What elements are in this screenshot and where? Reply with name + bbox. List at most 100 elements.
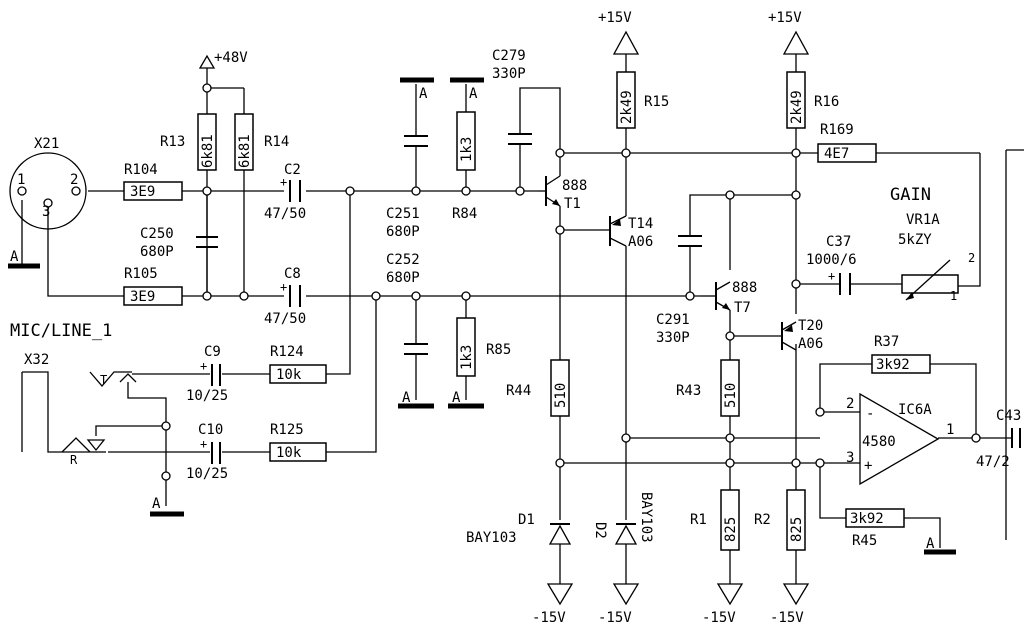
c8-value: 47/50	[264, 311, 306, 327]
gnd-label-r45: A	[926, 536, 935, 552]
rail-m15v-d1-icon	[546, 583, 574, 606]
pot-ref: VR1A	[906, 212, 940, 228]
c251-value: 680P	[386, 224, 420, 240]
x32-tip: T	[100, 373, 107, 387]
c43-ref: C43	[996, 408, 1021, 424]
r14-ref: R14	[264, 134, 289, 150]
t20-emitter-arrow-icon	[784, 325, 793, 332]
r105-ref: R105	[124, 266, 158, 282]
r16-ref: R16	[814, 94, 839, 110]
opamp-triangle-icon	[859, 392, 940, 486]
gnd-label-c252: A	[402, 390, 411, 406]
c9-value: 10/25	[186, 388, 228, 404]
ground-symbols: A A A A A A A	[8, 77, 956, 555]
t14-emitter-arrow-icon	[612, 219, 621, 226]
opamp-pin1: 1	[946, 422, 954, 438]
c250-ref: C250	[140, 226, 174, 242]
opamp-pin3: 3	[846, 450, 854, 466]
opamp-minus: -	[866, 406, 874, 422]
c291-value: 330P	[656, 330, 690, 346]
c2-ref: C2	[284, 162, 301, 178]
diodes: D1 BAY103 D2 BAY103	[466, 492, 654, 546]
t1-ref: T1	[564, 196, 581, 212]
r124-value: 10k	[276, 367, 302, 383]
c2-value: 47/50	[264, 206, 306, 222]
t7-emitter-arrow-icon	[722, 303, 730, 310]
r104-value: 3E9	[130, 184, 155, 200]
t14-ref: T14	[628, 216, 653, 232]
rail-m15v-r2-icon	[782, 583, 810, 606]
r37-value: 3k92	[876, 357, 910, 373]
c10-value: 10/25	[186, 466, 228, 482]
opamp-value: 4580	[862, 434, 896, 450]
gnd-label-r84: A	[469, 86, 478, 102]
pot-pin2: 2	[968, 251, 975, 265]
d1-value: BAY103	[466, 530, 517, 546]
c279-ref: C279	[492, 48, 526, 64]
resistors-vertical: 6k81 R13 6k81 R14 1k3 R84 1k3 R85 2k49 R…	[160, 71, 839, 551]
r85-value: 1k3	[459, 345, 475, 370]
gain-potentiometer: GAIN VR1A 5kZY 1 2	[890, 185, 975, 303]
d1-ref: D1	[518, 512, 535, 528]
t14-value: A06	[628, 234, 653, 250]
c251-ref: C251	[386, 206, 420, 222]
jack-ring-contact-icon	[61, 437, 91, 453]
r105-value: 3E9	[130, 289, 155, 305]
pot-pin1: 1	[950, 289, 957, 303]
gnd-label-r85: A	[452, 390, 461, 406]
t1-value: 888	[562, 178, 587, 194]
transistors: 888 T1 T14 A06 888 T7 T20 A06	[545, 175, 823, 352]
capacitors: + C2 47/50 + C8 47/50 C250 680P C251 680…	[140, 48, 1021, 482]
gain-title: GAIN	[890, 185, 931, 205]
pot-wiper-icon	[905, 259, 951, 301]
d2-value: BAY103	[638, 492, 654, 543]
c8-ref: C8	[284, 266, 301, 282]
d1-diode-icon	[548, 524, 572, 545]
r44-ref: R44	[506, 383, 531, 399]
c37-ref: C37	[826, 234, 851, 250]
x32-ref: X32	[24, 352, 49, 368]
r125-value: 10k	[276, 445, 302, 461]
rail-15v-right-icon	[782, 30, 810, 55]
r37-ref: R37	[874, 334, 899, 350]
c279-value: 330P	[492, 66, 526, 82]
r169-ref: R169	[820, 122, 854, 138]
c9-plus-icon: +	[200, 359, 207, 373]
gnd-label-x32: A	[152, 496, 161, 512]
r14-value: 6k81	[237, 134, 253, 168]
c37-value: 1000/6	[806, 252, 857, 268]
r85-ref: R85	[486, 342, 511, 358]
resistors-horizontal: 3E9 R104 3E9 R105 4E7 R169 10k R124 10k …	[123, 122, 931, 549]
r84-value: 1k3	[459, 137, 475, 162]
x32-ring: R	[70, 453, 78, 467]
c250-value: 680P	[140, 244, 174, 260]
d2-diode-icon	[614, 524, 638, 545]
pot-wiper-arrow-icon	[906, 292, 914, 300]
r16-value: 2k49	[789, 90, 805, 124]
r84-ref: R84	[452, 206, 477, 222]
opamp-pin2: 2	[846, 396, 854, 412]
rail-15v-left-label: +15V	[598, 10, 632, 26]
rail-48v-icon	[198, 54, 216, 69]
x21-pin3: 3	[42, 204, 50, 220]
c291-ref: C291	[656, 312, 690, 328]
t20-ref: T20	[798, 318, 823, 334]
r124-ref: R124	[270, 344, 304, 360]
rail-48v-label: +48V	[214, 50, 248, 66]
t20-value: A06	[798, 336, 823, 352]
jack-switch-icon	[119, 373, 137, 383]
r1-value: 825	[723, 517, 739, 542]
rail-m15v-r1-label: -15V	[702, 610, 736, 626]
rail-m15v-d2-icon	[612, 583, 640, 606]
jack-tip-contact-icon	[89, 371, 132, 387]
r15-value: 2k49	[619, 90, 635, 124]
r125-ref: R125	[270, 422, 304, 438]
rail-m15v-d2-label: -15V	[598, 610, 632, 626]
r43-value: 510	[723, 383, 739, 408]
t1-emitter-arrow-icon	[552, 199, 560, 206]
pot-value: 5kZY	[898, 232, 932, 248]
t7-value: 888	[732, 280, 757, 296]
r104-ref: R104	[124, 162, 158, 178]
c10-plus-icon: +	[200, 437, 207, 451]
